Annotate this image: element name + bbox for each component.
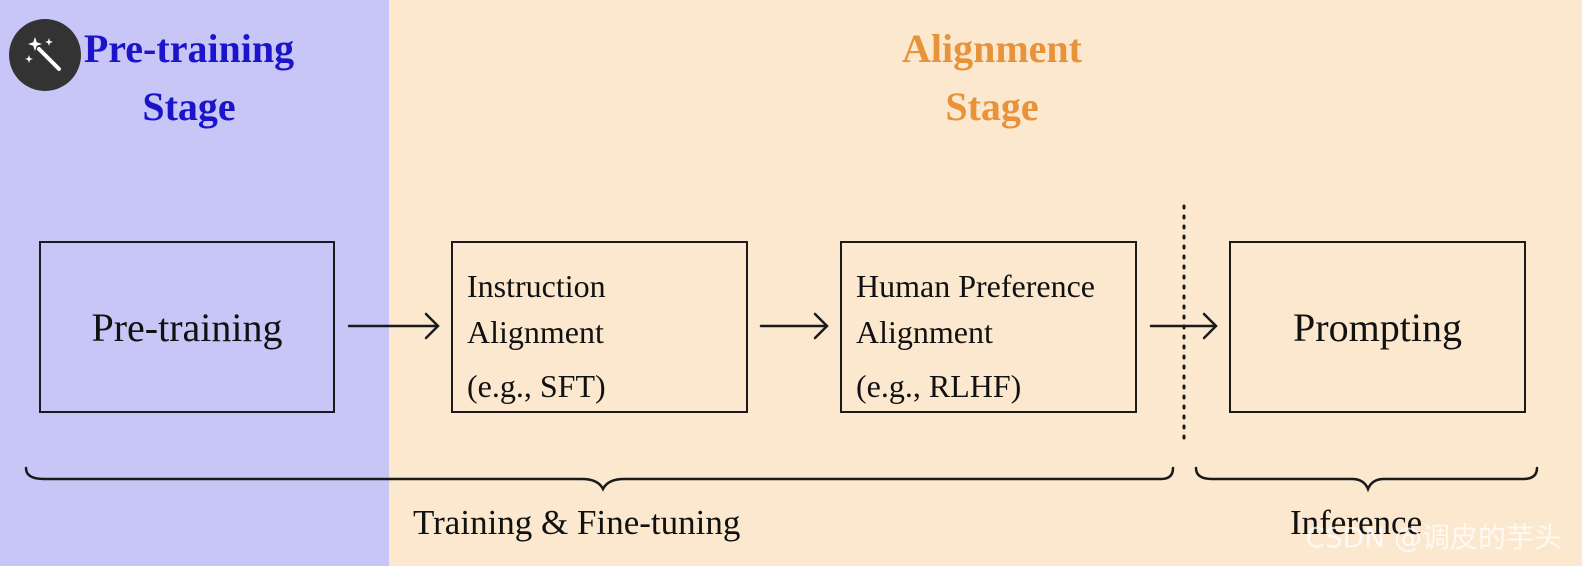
alignment-stage-panel — [389, 0, 1582, 566]
arrow-pretraining-to-instruction — [347, 312, 440, 340]
instruction-alignment-box: Instruction Alignment (e.g., SFT) — [451, 241, 748, 413]
prompting-box: Prompting — [1229, 241, 1526, 413]
pretraining-box: Pre-training — [39, 241, 335, 413]
training-brace — [24, 466, 1175, 492]
preference-box-line1: Human Preference — [856, 268, 1095, 304]
instruction-box-line1: Instruction — [467, 268, 606, 304]
training-finetuning-label: Training & Fine-tuning — [413, 503, 741, 542]
pretraining-box-label: Pre-training — [91, 304, 283, 350]
magic-wand-button[interactable] — [9, 19, 81, 91]
alignment-stage-title: Alignment Stage — [792, 20, 1192, 136]
prompting-box-label: Prompting — [1293, 304, 1462, 350]
alignment-stage-title-line2: Stage — [945, 84, 1039, 129]
preference-box-line3: (e.g., RLHF) — [856, 368, 1022, 404]
alignment-stage-title-line1: Alignment — [902, 26, 1082, 71]
instruction-box-line3: (e.g., SFT) — [467, 368, 606, 404]
instruction-box-line2: Alignment — [467, 314, 604, 350]
pretraining-stage-panel — [0, 0, 389, 566]
pretraining-stage-title-line2: Stage — [142, 84, 236, 129]
pretraining-stage-title: Pre-training Stage — [0, 20, 378, 136]
watermark: CSDN @调皮的芋头 — [1305, 521, 1562, 554]
inference-brace — [1194, 466, 1539, 493]
arrow-instruction-to-preference — [759, 312, 829, 340]
magic-wand-icon — [25, 37, 61, 71]
inference-label: Inference — [1290, 503, 1423, 542]
human-preference-alignment-box: Human Preference Alignment (e.g., RLHF) — [840, 241, 1137, 413]
pretraining-stage-title-line1: Pre-training — [83, 26, 295, 71]
preference-box-line2: Alignment — [856, 314, 993, 350]
